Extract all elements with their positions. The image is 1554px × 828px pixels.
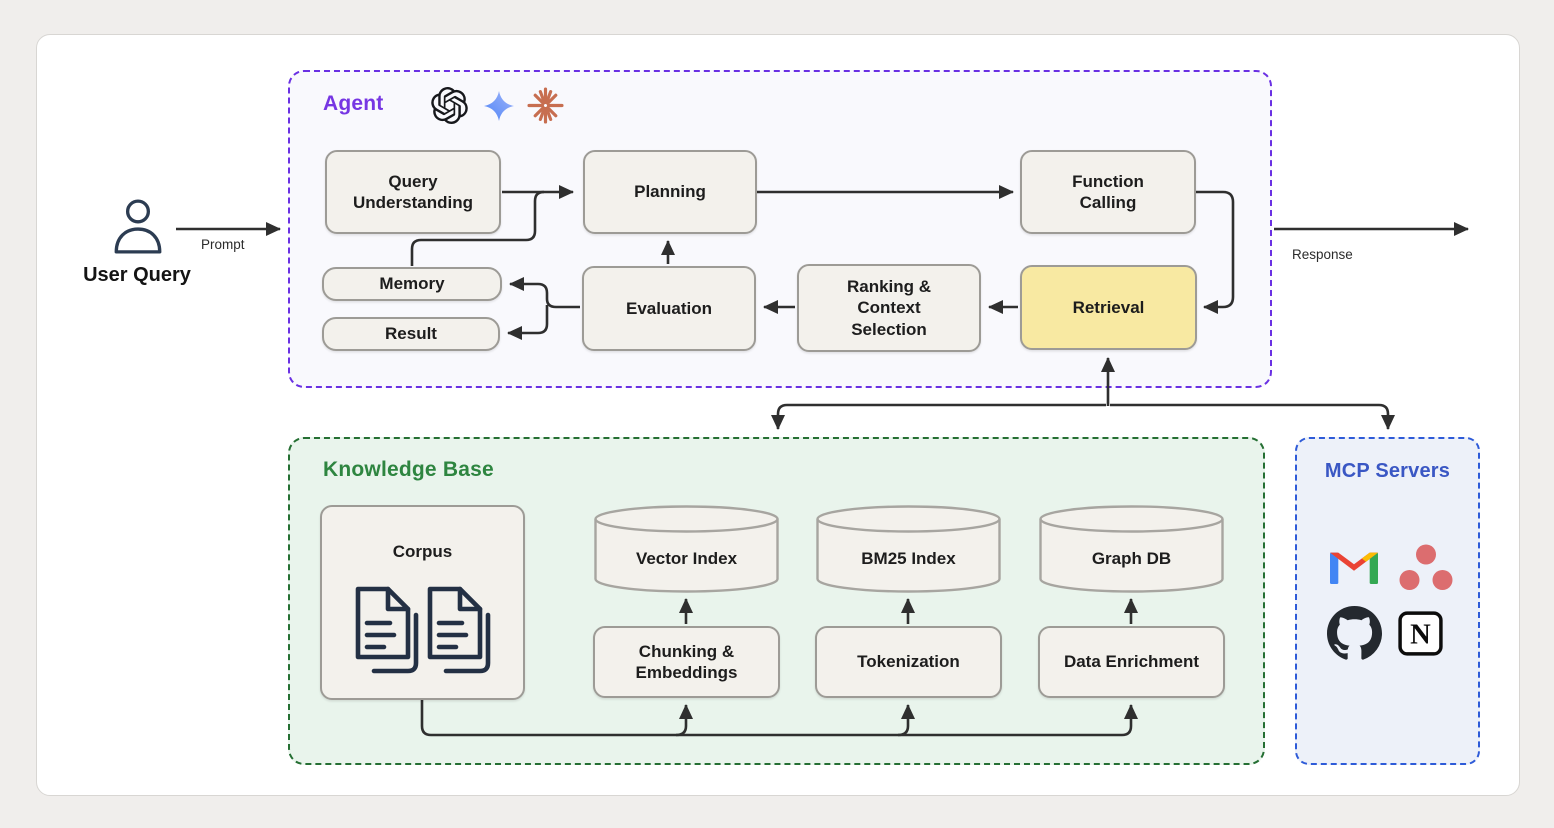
bm25-index-db: BM25 Index (815, 505, 1002, 595)
response-label: Response (1292, 247, 1353, 262)
github-icon (1327, 606, 1382, 666)
gemini-icon (483, 90, 515, 127)
node-memory-label: Memory (379, 274, 445, 294)
node-ranking-context-selection: Ranking & Context Selection (797, 264, 981, 352)
user-query-label: User Query (83, 264, 191, 286)
node-result: Result (322, 317, 500, 351)
node-chunking-embeddings: Chunking & Embeddings (593, 626, 780, 698)
gmail-icon (1330, 547, 1378, 589)
node-memory: Memory (322, 267, 502, 301)
notion-icon: N (1396, 609, 1445, 663)
node-tokenization-label: Tokenization (857, 652, 960, 672)
node-retrieval-label: Retrieval (1072, 297, 1145, 317)
node-data-enrichment: Data Enrichment (1038, 626, 1225, 698)
node-tokenization: Tokenization (815, 626, 1002, 698)
node-retrieval: Retrieval (1020, 265, 1197, 350)
mcp-servers-group (1295, 437, 1480, 765)
mcp-servers-title: MCP Servers (1324, 460, 1451, 482)
documents-icon (352, 585, 494, 692)
node-data-enrichment-label: Data Enrichment (1063, 652, 1200, 672)
node-ranking-label: Ranking & Context Selection (846, 277, 932, 339)
node-planning-label: Planning (634, 182, 706, 202)
node-evaluation-label: Evaluation (626, 298, 712, 318)
graph-db: Graph DB (1038, 505, 1225, 595)
node-function-calling: Function Calling (1020, 150, 1196, 234)
claude-icon (527, 87, 564, 129)
knowledge-base-title: Knowledge Base (323, 458, 494, 481)
node-corpus: Corpus (320, 505, 525, 700)
node-planning: Planning (583, 150, 757, 234)
svg-text:N: N (1410, 620, 1431, 651)
user-icon (111, 198, 165, 261)
asana-icon (1399, 544, 1453, 596)
node-query-understanding: Query Understanding (325, 150, 501, 234)
node-chunking-label: Chunking & Embeddings (635, 641, 738, 682)
node-function-calling-label: Function Calling (1072, 171, 1144, 212)
bm25-index-label: BM25 Index (861, 549, 956, 568)
vector-index-label: Vector Index (635, 549, 738, 568)
node-query-understanding-label: Query Understanding (353, 171, 473, 212)
vector-index-db: Vector Index (593, 505, 780, 595)
node-result-label: Result (385, 324, 437, 344)
node-corpus-label: Corpus (392, 542, 453, 561)
openai-icon (431, 87, 468, 129)
prompt-label: Prompt (201, 237, 245, 252)
graph-db-label: Graph DB (1091, 549, 1172, 568)
node-evaluation: Evaluation (582, 266, 756, 351)
agent-title: Agent (323, 92, 384, 115)
